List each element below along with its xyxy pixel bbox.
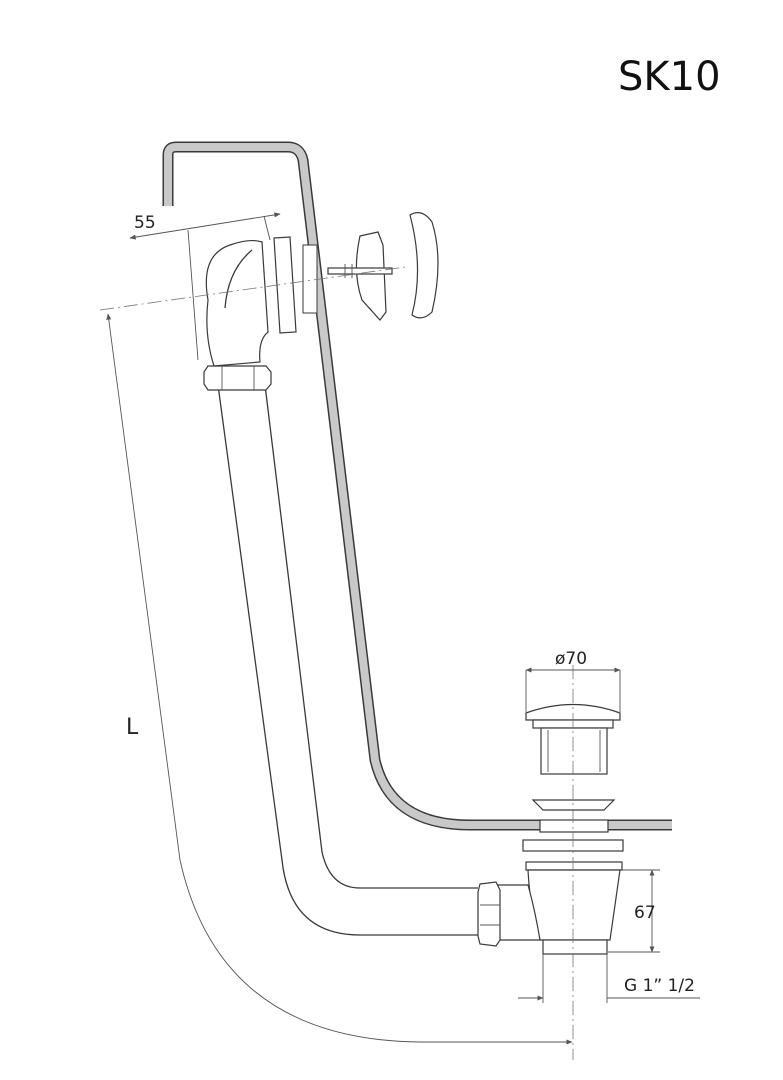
dimension-length: L [106,313,573,1045]
model-title: SK10 [618,54,721,100]
dimension-67: 67 [608,869,660,953]
drain-pipe [217,384,478,936]
overflow-elbow [205,236,297,367]
center-lines [99,266,574,1060]
elbow-hex-nut [203,365,272,391]
dimension-67-label: 67 [634,903,656,923]
dimension-diameter-label: ø70 [555,649,587,669]
dimension-thread: G 1” 1/2 [518,954,700,1003]
dimension-55-label: 55 [134,213,156,233]
dimension-thread-label: G 1” 1/2 [624,976,695,996]
dimension-55: 55 [129,212,281,361]
overflow-cover [327,212,439,321]
waste-body [477,861,623,955]
dimension-length-label: L [126,715,139,740]
